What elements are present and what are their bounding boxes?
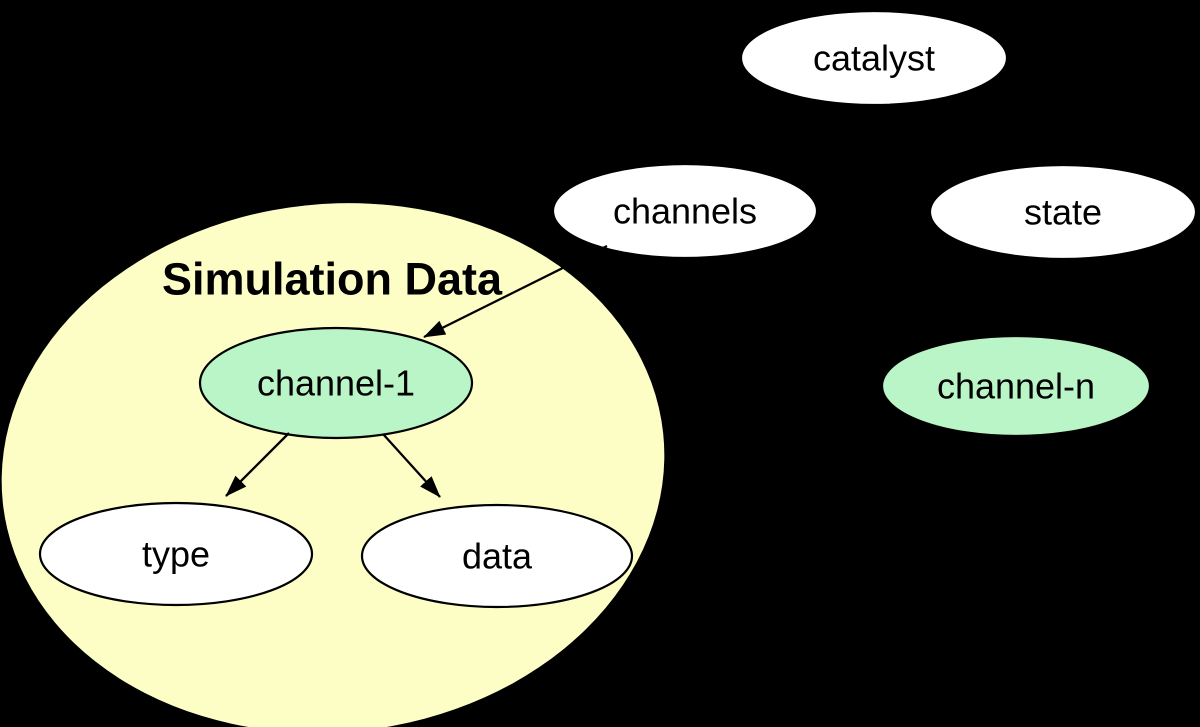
node-channel-1 [198,326,474,440]
node-label-channel-1: channel-1 [257,363,415,404]
edge-catalyst-to-state [926,100,1011,170]
nodes-layer: catalyst channels state channel-n channel-1 t… [38,9,1198,609]
edge-channel-1-to-type [225,432,290,497]
node-type [38,501,314,607]
node-label-catalyst: catalyst [813,38,935,79]
edges-layer [225,100,1011,498]
node-data [360,503,634,609]
node-channels [551,162,819,260]
node-catalyst [739,9,1009,107]
node-label-type: type [142,534,210,575]
node-label-data: data [462,536,533,577]
node-label-channels: channels [613,191,757,232]
edge-channel-1-to-data [382,433,441,498]
node-channel-n [880,334,1152,438]
edge-channels-to-channel-n [758,248,939,347]
node-label-channel-n: channel-n [937,366,1095,407]
edge-catalyst-to-channels [737,100,822,169]
node-state [928,163,1198,261]
edge-channels-to-channel-1 [423,244,608,339]
container-title: Simulation Data [162,254,503,305]
node-label-state: state [1024,192,1102,233]
